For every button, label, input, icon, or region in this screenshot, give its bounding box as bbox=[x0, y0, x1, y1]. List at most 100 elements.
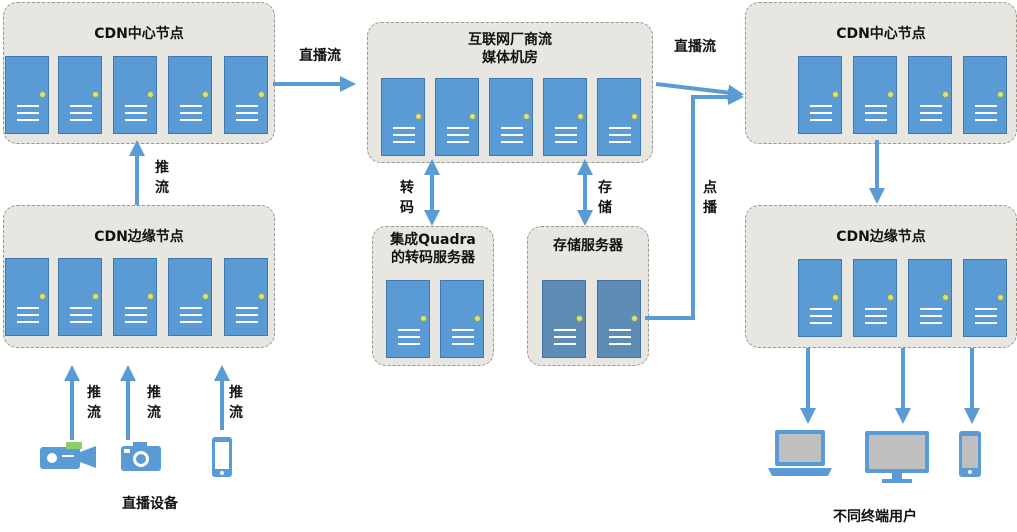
server-icon bbox=[597, 78, 641, 156]
server-vent bbox=[555, 141, 577, 143]
server-vent bbox=[447, 127, 469, 129]
server-icon bbox=[113, 258, 157, 336]
server-vent bbox=[975, 315, 997, 317]
server-vent bbox=[125, 112, 147, 114]
server-vent bbox=[17, 321, 39, 323]
server-led bbox=[631, 113, 638, 120]
server-vent bbox=[609, 134, 631, 136]
server-icon bbox=[542, 280, 586, 358]
group-title-line1: 互联网厂商流 bbox=[468, 32, 552, 48]
server-led bbox=[420, 315, 427, 322]
server-icon bbox=[597, 280, 641, 358]
server-vent bbox=[17, 112, 39, 114]
server-vent bbox=[975, 322, 997, 324]
server-vent bbox=[920, 322, 942, 324]
group-title: CDN中心节点 bbox=[94, 26, 184, 42]
server-icon bbox=[224, 258, 268, 336]
server-led bbox=[832, 294, 839, 301]
server-vent bbox=[236, 105, 258, 107]
server-vent bbox=[554, 343, 576, 345]
smartphone-icon bbox=[212, 437, 232, 477]
server-vent bbox=[810, 315, 832, 317]
server-led bbox=[577, 113, 584, 120]
server-vent bbox=[554, 329, 576, 331]
server-vent bbox=[975, 112, 997, 114]
server-vent bbox=[70, 314, 92, 316]
server-icon bbox=[381, 78, 425, 156]
server-icon bbox=[963, 259, 1007, 337]
server-vent bbox=[865, 112, 887, 114]
smartphone-icon bbox=[959, 431, 981, 477]
server-vent bbox=[810, 308, 832, 310]
push-label-3: 推流 bbox=[229, 385, 243, 421]
camcorder-icon bbox=[40, 442, 96, 469]
server-vent bbox=[555, 134, 577, 136]
server-vent bbox=[452, 336, 474, 338]
server-led bbox=[147, 293, 154, 300]
server-icon bbox=[489, 78, 533, 156]
server-vent bbox=[17, 314, 39, 316]
server-led bbox=[39, 293, 46, 300]
server-vent bbox=[236, 119, 258, 121]
server-vent bbox=[393, 134, 415, 136]
server-led bbox=[202, 293, 209, 300]
server-vent bbox=[501, 141, 523, 143]
server-icon bbox=[386, 280, 430, 358]
server-vent bbox=[70, 321, 92, 323]
server-vent bbox=[810, 105, 832, 107]
server-vent bbox=[70, 307, 92, 309]
server-led bbox=[39, 91, 46, 98]
server-led bbox=[997, 294, 1004, 301]
server-vent bbox=[865, 315, 887, 317]
group-title-line1: 集成Quadra bbox=[390, 232, 476, 248]
server-led bbox=[469, 113, 476, 120]
server-vent bbox=[452, 329, 474, 331]
server-led bbox=[576, 315, 583, 322]
server-icon bbox=[798, 56, 842, 134]
server-vent bbox=[17, 307, 39, 309]
server-vent bbox=[393, 127, 415, 129]
push-label-edge: 推流 bbox=[155, 160, 169, 196]
server-vent bbox=[920, 105, 942, 107]
server-led bbox=[832, 91, 839, 98]
server-vent bbox=[609, 141, 631, 143]
server-led bbox=[474, 315, 481, 322]
server-icon bbox=[798, 259, 842, 337]
server-led bbox=[92, 91, 99, 98]
server-icon bbox=[58, 56, 102, 134]
server-vent bbox=[398, 336, 420, 338]
server-icon bbox=[224, 56, 268, 134]
server-vent bbox=[398, 329, 420, 331]
server-vent bbox=[125, 307, 147, 309]
server-led bbox=[942, 91, 949, 98]
server-vent bbox=[180, 119, 202, 121]
server-led bbox=[258, 293, 265, 300]
server-vent bbox=[975, 308, 997, 310]
server-vent bbox=[70, 119, 92, 121]
server-icon bbox=[5, 258, 49, 336]
server-vent bbox=[865, 119, 887, 121]
server-icon bbox=[963, 56, 1007, 134]
server-icon bbox=[168, 56, 212, 134]
server-icon bbox=[853, 56, 897, 134]
server-icon bbox=[440, 280, 484, 358]
server-vent bbox=[920, 119, 942, 121]
server-led bbox=[997, 91, 1004, 98]
server-vent bbox=[810, 119, 832, 121]
server-led bbox=[942, 294, 949, 301]
server-vent bbox=[975, 105, 997, 107]
server-icon bbox=[543, 78, 587, 156]
server-vent bbox=[609, 329, 631, 331]
server-vent bbox=[17, 105, 39, 107]
end-users-label: 不同终端用户 bbox=[833, 509, 917, 525]
server-vent bbox=[865, 308, 887, 310]
server-vent bbox=[180, 112, 202, 114]
push-label-2: 推流 bbox=[147, 385, 161, 421]
server-vent bbox=[609, 336, 631, 338]
server-vent bbox=[975, 119, 997, 121]
server-vent bbox=[920, 112, 942, 114]
group-title-line2: 媒体机房 bbox=[482, 50, 538, 66]
server-vent bbox=[180, 314, 202, 316]
monitor-icon bbox=[865, 431, 929, 483]
server-vent bbox=[865, 322, 887, 324]
